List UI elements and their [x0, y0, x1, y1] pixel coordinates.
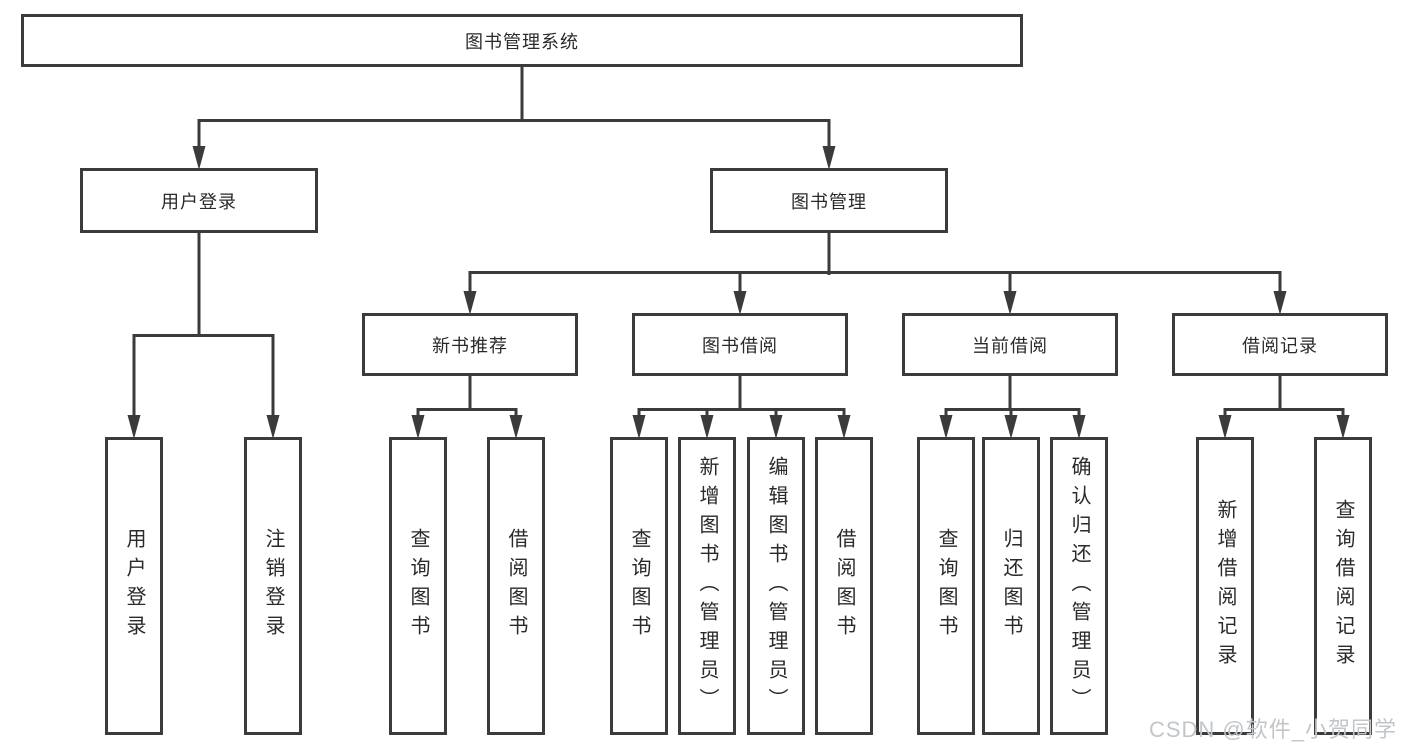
node-leaf-add-books-admin: 新增图书（管理员）	[678, 437, 736, 735]
node-leaf-confirm-return-admin: 确认归还（管理员）	[1050, 437, 1108, 735]
node-new-book-recommend: 新书推荐	[362, 313, 578, 376]
arrowhead	[733, 291, 747, 315]
csdn-watermark: CSDN @软件_小贺同学	[1148, 717, 1397, 742]
node-leaf-query-books: 查询图书	[917, 437, 975, 735]
arrowhead	[1004, 415, 1018, 439]
connector-l2-rail	[197, 119, 831, 148]
arrowhead	[127, 415, 141, 439]
node-leaf-query-books: 查询图书	[389, 437, 447, 735]
arrowhead	[769, 415, 783, 439]
arrowhead	[1003, 291, 1017, 315]
node-book-management: 图书管理	[710, 168, 948, 233]
node-leaf-return-books: 归还图书	[982, 437, 1040, 735]
arrowhead	[1072, 415, 1086, 439]
connector-l4-rail	[416, 408, 518, 420]
node-leaf-query-borrow-record: 查询借阅记录	[1314, 437, 1372, 735]
node-user-login: 用户登录	[80, 168, 318, 233]
node-borrowing-records: 借阅记录	[1172, 313, 1388, 376]
arrowhead	[1273, 291, 1287, 315]
arrowhead	[837, 415, 851, 439]
node-leaf-borrow-books: 借阅图书	[487, 437, 545, 735]
arrowhead	[411, 415, 425, 439]
node-current-borrowing: 当前借阅	[902, 313, 1118, 376]
arrowhead	[700, 415, 714, 439]
arrowhead	[1336, 415, 1350, 439]
connector-l3-rail	[468, 271, 1282, 294]
connector-user-login-rail	[132, 334, 275, 418]
node-leaf-query-books: 查询图书	[610, 437, 668, 735]
arrowhead	[192, 146, 206, 170]
connector-l4-rail	[637, 408, 846, 420]
node-leaf-user-login: 用户登录	[105, 437, 163, 735]
node-book-borrowing: 图书借阅	[632, 313, 848, 376]
arrowhead	[509, 415, 523, 439]
arrowhead	[632, 415, 646, 439]
arrowhead	[463, 291, 477, 315]
node-leaf-add-borrow-record: 新增借阅记录	[1196, 437, 1254, 735]
node-root-library-system: 图书管理系统	[21, 14, 1023, 67]
arrowhead	[1218, 415, 1232, 439]
arrowhead	[939, 415, 953, 439]
arrowhead	[822, 146, 836, 170]
arrowhead	[266, 415, 280, 439]
node-leaf-logout: 注销登录	[244, 437, 302, 735]
node-leaf-borrow-books: 借阅图书	[815, 437, 873, 735]
node-leaf-edit-books-admin: 编辑图书（管理员）	[747, 437, 805, 735]
connector-l4-rail	[1223, 408, 1345, 420]
connector-l4-rail	[944, 408, 1081, 420]
